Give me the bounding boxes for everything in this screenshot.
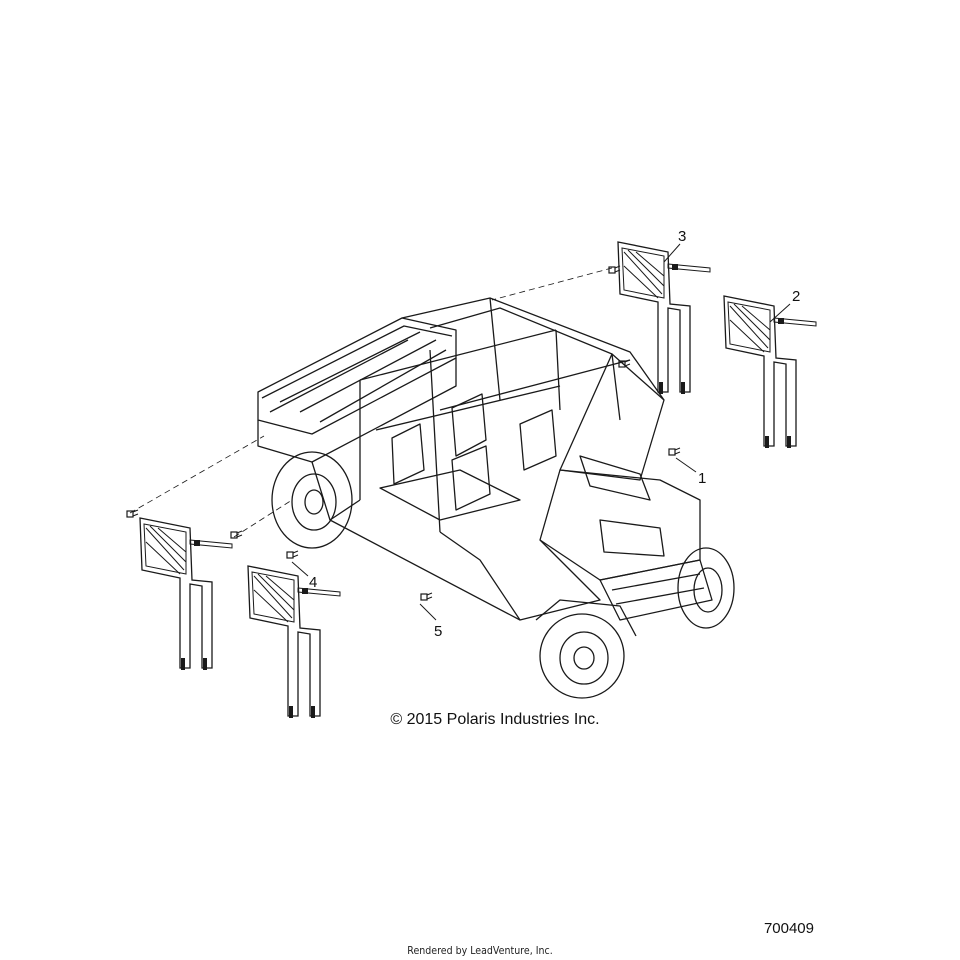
leader-lines: [291, 243, 791, 621]
side-net-rear-left: [139, 517, 233, 671]
attachment-lines: [129, 267, 613, 538]
render-credit: Rendered by LeadVenture, Inc.: [407, 944, 553, 957]
side-net-front-right: [723, 295, 817, 449]
callout-2: 2: [792, 288, 801, 305]
fastener-group: [126, 265, 681, 601]
callout-4: 4: [309, 574, 318, 591]
diagram-number: 700409: [763, 920, 814, 937]
vehicle-illustration: [257, 297, 735, 699]
callout-5: 5: [434, 623, 443, 640]
callout-1: 1: [698, 470, 707, 487]
copyright-notice: © 2015 Polaris Industries Inc.: [390, 711, 600, 728]
callout-3: 3: [678, 228, 687, 245]
side-net-front-left: [247, 565, 341, 719]
